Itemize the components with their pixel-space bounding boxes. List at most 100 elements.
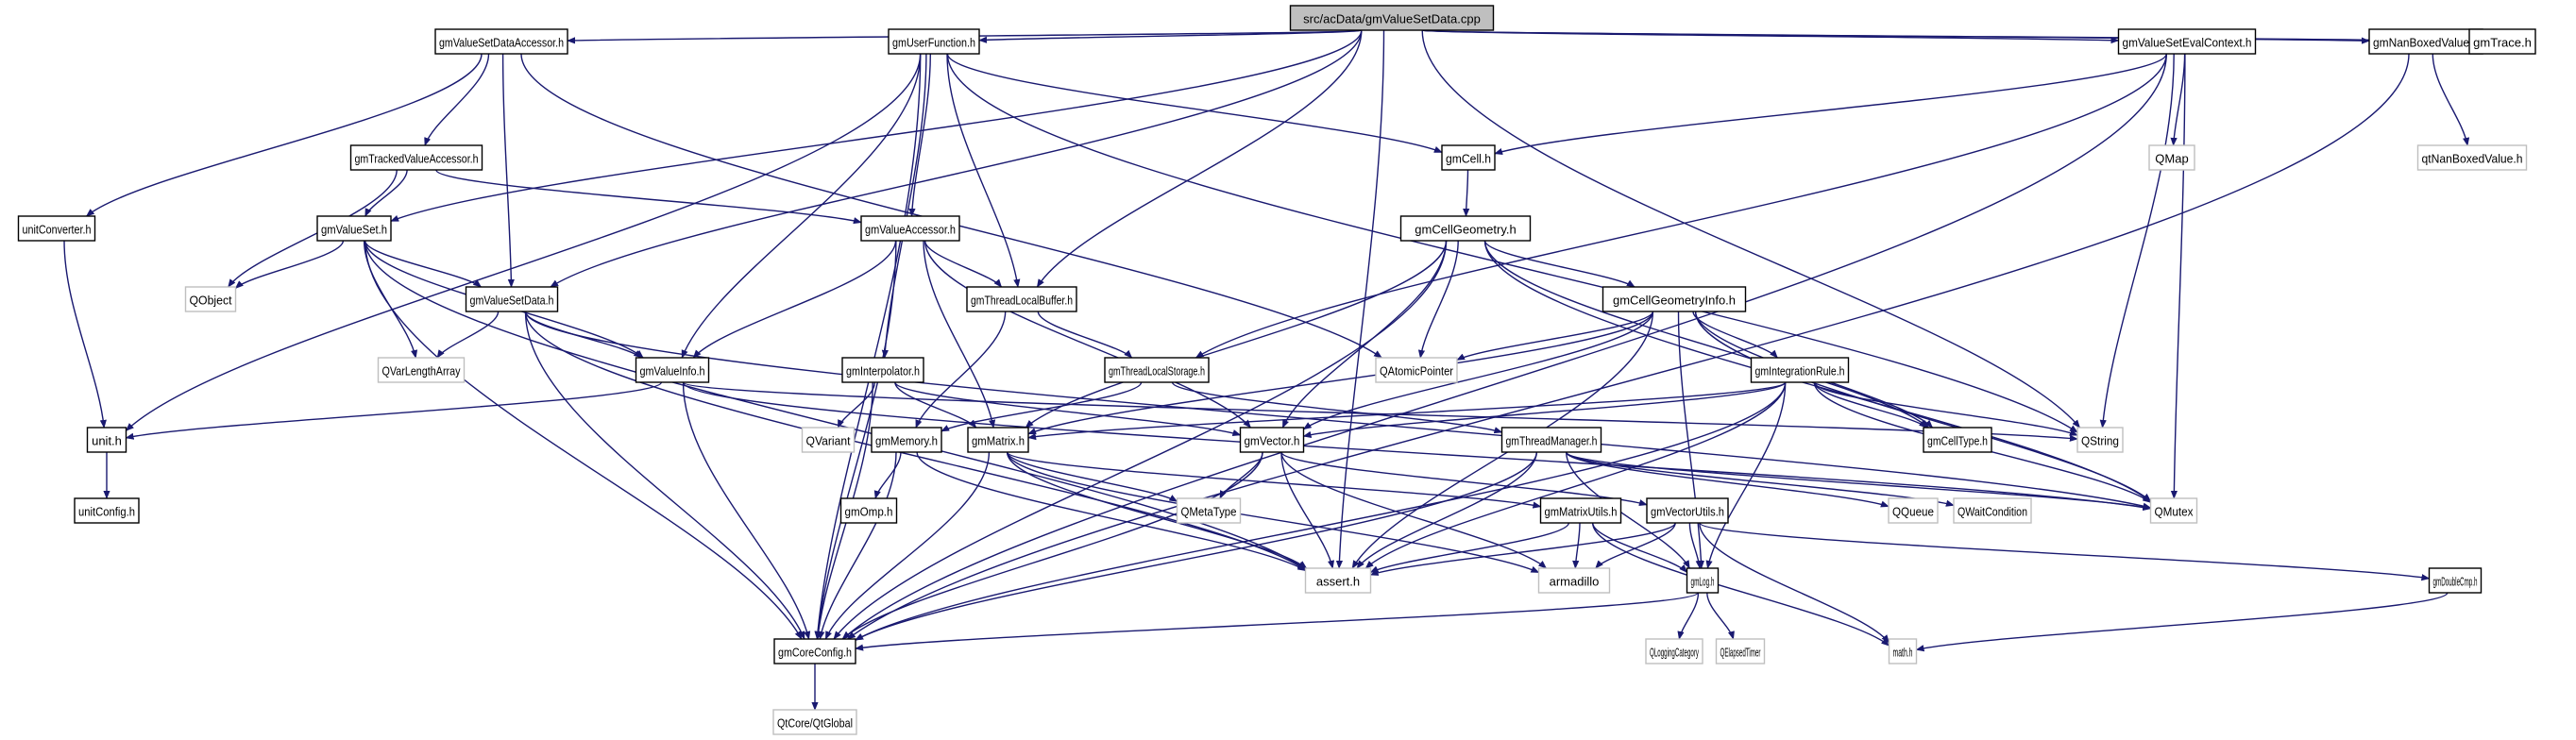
external-header-node: armadillo xyxy=(1537,567,1611,594)
header-node[interactable]: gmDoubleCmp.h xyxy=(2428,567,2483,594)
node-label: QString xyxy=(2081,434,2119,448)
node-label: gmLog.h xyxy=(1691,575,1715,589)
header-node[interactable]: gmValueAccessor.h xyxy=(860,215,960,242)
header-node[interactable]: gmTrackedValueAccessor.h xyxy=(349,144,483,171)
node-label: gmMemory.h xyxy=(875,434,938,448)
edge-root-to-assert xyxy=(1335,29,1385,569)
edge-vec-to-cc xyxy=(841,451,1263,640)
header-node[interactable]: gmCellGeometryInfo.h xyxy=(1602,286,1747,312)
header-node[interactable]: gmValueSet.h xyxy=(316,215,392,242)
node-box xyxy=(434,28,568,55)
edge-interp-to-qvar xyxy=(837,381,875,429)
header-node[interactable]: gmLog.h xyxy=(1686,567,1720,594)
external-header-node: QWaitCondition xyxy=(1953,497,2032,524)
edge-vs-to-assert xyxy=(364,240,1307,570)
node-label: armadillo xyxy=(1550,575,1600,589)
header-node[interactable]: gmValueSetDataAccessor.h xyxy=(434,28,568,55)
header-node[interactable]: gmMemory.h xyxy=(871,427,942,453)
edge-mu-to-log xyxy=(1592,522,1688,573)
header-node[interactable]: unitConfig.h xyxy=(74,497,140,524)
node-label: QLoggingCategory xyxy=(1650,646,1699,660)
external-header-node: QString xyxy=(2076,427,2124,453)
header-node[interactable]: gmCell.h xyxy=(1441,144,1496,171)
node-label: assert.h xyxy=(1316,575,1360,589)
node-label: math.h xyxy=(1893,646,1913,660)
node-box xyxy=(773,638,856,664)
edge-vsd-to-qvla xyxy=(436,311,500,359)
edge-vu-to-math xyxy=(1699,522,1890,644)
edge-mat-to-assert xyxy=(1006,451,1308,569)
header-node[interactable]: unit.h xyxy=(86,427,127,453)
node-box xyxy=(2468,28,2536,55)
node-box xyxy=(1441,144,1496,171)
node-label: gmTrackedValueAccessor.h xyxy=(355,152,479,166)
header-node[interactable]: gmTrace.h xyxy=(2468,28,2536,55)
header-node[interactable]: gmCellGeometry.h xyxy=(1399,215,1532,242)
edge-mu-to-math xyxy=(1592,522,1890,647)
edge-tls-to-tm xyxy=(1171,381,1503,434)
node-box xyxy=(841,357,924,383)
node-label: gmMatrix.h xyxy=(972,434,1025,448)
edge-mu-to-assert xyxy=(1369,522,1569,574)
edge-vu-to-assert xyxy=(1369,522,1676,576)
header-node[interactable]: gmCellType.h xyxy=(1923,427,1992,453)
header-node[interactable]: gmUserFunction.h xyxy=(888,28,980,55)
node-label: gmValueSetData.h xyxy=(470,294,554,308)
edge-va-to-vi xyxy=(692,240,897,359)
header-node[interactable]: gmValueInfo.h xyxy=(635,357,710,383)
header-node[interactable]: gmThreadLocalStorage.h xyxy=(1104,357,1210,383)
header-node[interactable]: gmThreadManager.h xyxy=(1500,427,1602,453)
edge-root-to-vsd xyxy=(550,29,1363,288)
node-box xyxy=(1686,567,1720,594)
edge-uf-to-interp xyxy=(881,53,927,359)
header-node[interactable]: gmMatrix.h xyxy=(967,427,1029,453)
header-node[interactable]: gmNanBoxedValue.h xyxy=(2368,28,2483,55)
edge-log-to-qet xyxy=(1706,592,1735,640)
node-box xyxy=(1750,357,1850,383)
node-label: gmThreadLocalBuffer.h xyxy=(971,294,1073,308)
edge-log-to-qlc xyxy=(1677,592,1700,640)
node-box xyxy=(801,427,856,453)
header-node[interactable]: gmValueSetEvalContext.h xyxy=(2117,28,2257,55)
header-node[interactable]: gmOmp.h xyxy=(839,497,898,524)
node-box xyxy=(2428,567,2483,594)
edge-cgi-to-log xyxy=(1677,311,1705,569)
header-node[interactable]: gmIntegrationRule.h xyxy=(1750,357,1850,383)
node-box xyxy=(465,286,559,312)
external-header-node: QLoggingCategory xyxy=(1645,638,1703,664)
node-box xyxy=(2149,497,2198,524)
edge-nbv-to-qtnbv xyxy=(2432,53,2470,146)
header-node[interactable]: gmVector.h xyxy=(1239,427,1305,453)
root-file-node[interactable]: src/acData/gmValueSetData.cpp xyxy=(1289,5,1495,31)
node-label: gmThreadLocalStorage.h xyxy=(1109,364,1205,378)
node-box xyxy=(2148,144,2195,171)
edge-vsda-to-qap xyxy=(520,53,1382,359)
header-node[interactable]: gmMatrixUtils.h xyxy=(1539,497,1622,524)
edge-mu-to-arma xyxy=(1572,522,1581,569)
edge-tlb-to-mem xyxy=(915,311,1007,429)
node-box xyxy=(349,144,483,171)
edge-cg-to-qap xyxy=(1417,240,1459,359)
header-node[interactable]: gmInterpolator.h xyxy=(841,357,924,383)
node-box xyxy=(184,286,237,312)
header-node[interactable]: unitConverter.h xyxy=(17,215,96,242)
edge-vi-to-unit xyxy=(125,381,663,440)
edge-vs-to-cc xyxy=(364,240,803,640)
edge-cgi-to-qmx xyxy=(1694,311,2152,502)
header-node[interactable]: gmValueSetData.h xyxy=(465,286,559,312)
edge-uf-to-qstr xyxy=(946,53,2078,433)
node-box xyxy=(839,497,898,524)
node-label: QMetaType xyxy=(1181,505,1237,519)
node-label: gmTrace.h xyxy=(2473,36,2532,50)
node-label: QQueue xyxy=(1892,505,1934,519)
header-node[interactable]: gmVectorUtils.h xyxy=(1646,497,1729,524)
header-node[interactable]: gmThreadLocalBuffer.h xyxy=(966,286,1077,312)
edge-uf-to-unit xyxy=(125,53,922,431)
node-box xyxy=(1375,357,1458,383)
node-box xyxy=(860,215,960,242)
edge-root-to-vs xyxy=(390,29,1363,222)
external-header-node: QMutex xyxy=(2149,497,2198,524)
header-node[interactable]: gmCoreConfig.h xyxy=(773,638,856,664)
edge-uconv-to-unit xyxy=(63,240,107,429)
